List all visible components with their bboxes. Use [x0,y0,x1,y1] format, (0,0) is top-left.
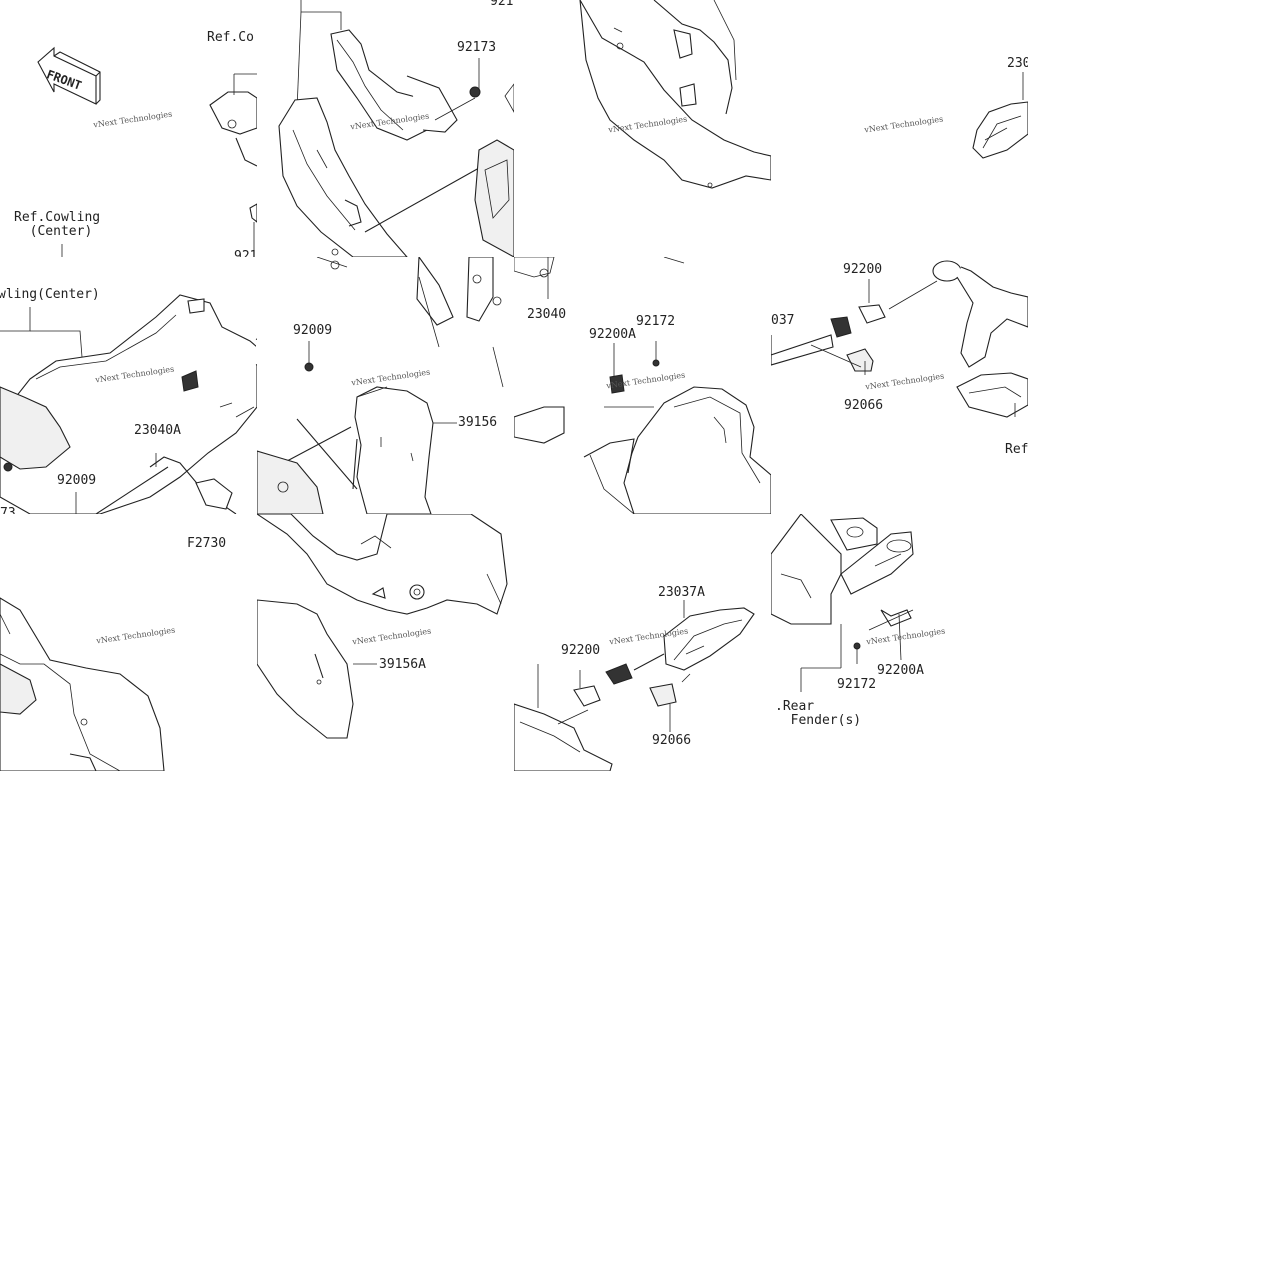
part-number: 92200A [589,327,636,342]
figure-code: F2730 [187,536,227,551]
tile-r2c4: 92200 037 92066 Ref vNext Technologies [771,257,1028,514]
tile-r2c2: 92009 39156 vNext Technologies [257,257,514,514]
ref-label: .Rear Fender(s) [775,699,862,728]
lower-panel-drawing [257,514,508,739]
part-number: 39156A [379,657,426,672]
tile-r1c3: vNext Technologies [514,0,771,257]
license-bracket-drawing [771,514,914,692]
part-number: 39156 [458,415,498,430]
part-number: 92172 [837,677,877,692]
part-number: 92066 [844,398,884,413]
inner-panel-drawing [257,257,504,514]
part-number: 73 [0,506,16,515]
front-signal-drawing [514,600,755,771]
ref-label: Ref.Co [207,30,254,45]
part-number: 92200 [561,643,601,658]
tile-r2c1: wling(Center) 23040A 92009 73 vNext Tech… [0,257,257,514]
part-number: 921 [490,0,514,9]
part-number: 92066 [652,733,692,748]
part-number: 92200 [843,262,883,277]
part-number: 23040A [134,423,181,438]
part-number: 23040 [527,307,567,322]
tile-r3c4: 92172 92200A .Rear Fender(s) vNext Techn… [771,514,1028,771]
tile-r2c3: 23040 92200A 92172 vNext Technologies [514,257,771,514]
ref-label: wling(Center) [0,287,100,302]
lower-cowling-drawing [0,597,165,771]
turn-signal-drawing [972,72,1028,159]
part-number: 037 [771,313,795,328]
tile-r3c1: F2730 vNext Technologies [0,514,257,771]
tile-r1c4: 230 vNext Technologies [771,0,1028,257]
rear-bracket-drawing [514,257,771,514]
ref-label: Ref [1005,442,1028,457]
rear-signal-drawing [771,260,1028,418]
tile-r3c3: 23037A 92200 92066 vNext Technologies [514,514,771,771]
ref-label: Ref.Cowling (Center) [14,210,101,239]
part-number: 92172 [636,314,676,329]
tile-r3c2: 39156A vNext Technologies [257,514,514,771]
part-number: 92200A [877,663,924,678]
tile-r1c1: FRONT Ref.Co Ref.Cowling (Center) 92173 … [0,0,257,257]
tile-r1c2: 921 92173 vNext Technologies [257,0,514,257]
part-number: 92009 [293,323,333,338]
cowling-bracket-drawing [278,0,514,257]
part-number: 92009 [57,473,97,488]
part-number: 92173 [457,40,497,55]
front-arrow-icon [37,46,257,257]
center-cowling-drawing [0,294,257,514]
part-number: 23037A [658,585,705,600]
side-cowling-drawing [579,0,771,189]
part-number: 230 [1007,56,1028,71]
part-number: 92173 [234,249,257,258]
